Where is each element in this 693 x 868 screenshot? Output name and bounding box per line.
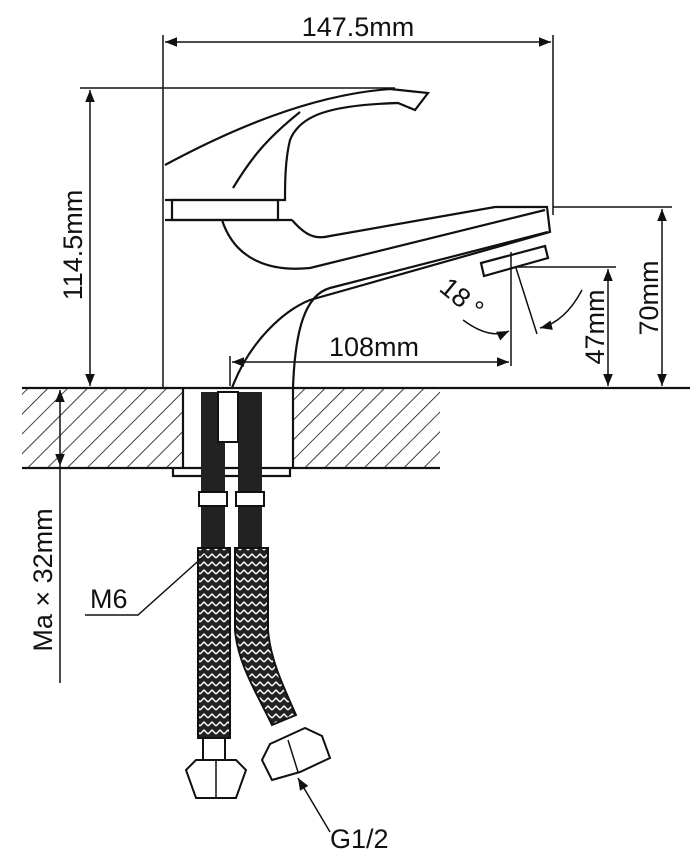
dimension-height: 114.5mm: [58, 87, 395, 386]
reach-label: 108mm: [329, 332, 419, 362]
g12-label: G1/2: [330, 824, 389, 854]
dimension-outlet-height: 47mm: [515, 266, 616, 386]
supply-hoses: [184, 391, 332, 799]
dimension-reach: 108mm: [229, 252, 512, 386]
dimension-counter-thickness: Ma × 32mm: [28, 390, 65, 683]
dimension-length: 147.5mm: [162, 12, 554, 388]
callout-g12: G1/2: [297, 777, 389, 854]
spout-height-label: 70mm: [634, 260, 664, 335]
outlet-height-label: 47mm: [580, 289, 610, 364]
height-label: 114.5mm: [58, 190, 88, 301]
countertop-section: [22, 386, 690, 478]
dimension-angle: 18 °: [434, 267, 583, 341]
faucet-body: [164, 87, 552, 389]
length-label: 147.5mm: [302, 12, 415, 42]
m6-label: M6: [90, 584, 128, 614]
right-hex-nut: [260, 726, 332, 782]
callout-m6: M6: [85, 554, 206, 616]
dimension-spout-height: 70mm: [553, 206, 672, 386]
counter-thickness-label: Ma × 32mm: [28, 508, 58, 651]
